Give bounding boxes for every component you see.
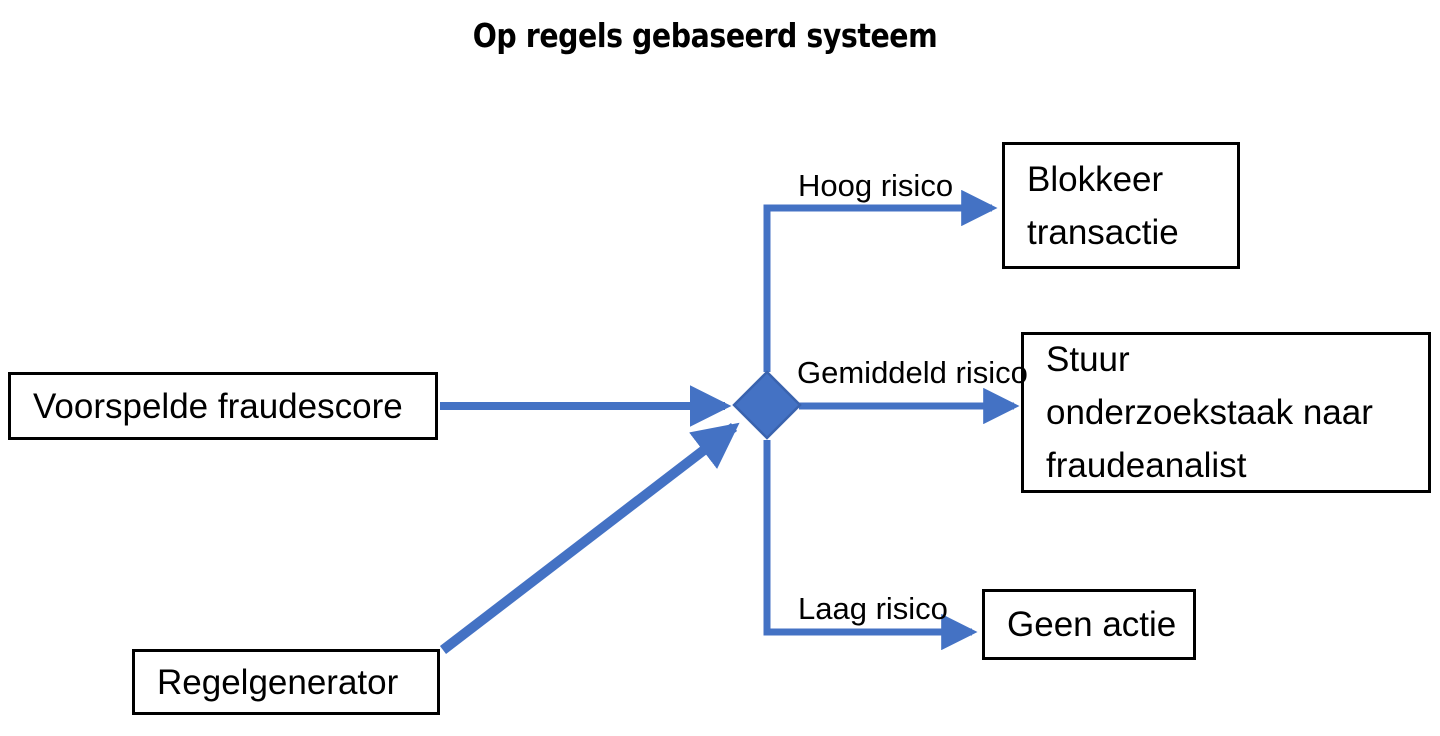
node-geen-actie[interactable]: Geen actie bbox=[982, 589, 1196, 660]
node-label: Stuur onderzoekstaak naar fraudeanalist bbox=[1046, 340, 1373, 485]
edge-decision-to-block bbox=[763, 189, 998, 372]
page-title: Op regels gebaseerd systeem bbox=[472, 16, 938, 55]
node-voorspelde-fraudescore[interactable]: Voorspelde fraudescore bbox=[8, 372, 438, 440]
node-label: Regelgenerator bbox=[157, 662, 399, 702]
edge-rules-to-decision bbox=[439, 422, 740, 654]
edge-decision-to-none bbox=[763, 440, 978, 651]
node-label: Geen actie bbox=[1007, 605, 1177, 644]
decision-diamond[interactable] bbox=[732, 370, 802, 440]
edge-label-laag-risico: Laag risico bbox=[798, 591, 948, 626]
node-label: Voorspelde fraudescore bbox=[33, 386, 403, 426]
node-stuur-onderzoekstaak[interactable]: Stuur onderzoekstaak naar fraudeanalist bbox=[1021, 332, 1431, 493]
edge-label-hoog-risico: Hoog risico bbox=[798, 168, 954, 203]
node-regelgenerator[interactable]: Regelgenerator bbox=[132, 649, 440, 715]
edge-label-gemiddeld-risico: Gemiddeld risico bbox=[797, 355, 1028, 390]
node-blokkeer-transactie[interactable]: Blokkeer transactie bbox=[1002, 142, 1240, 269]
node-label: Blokkeer transactie bbox=[1027, 159, 1179, 252]
